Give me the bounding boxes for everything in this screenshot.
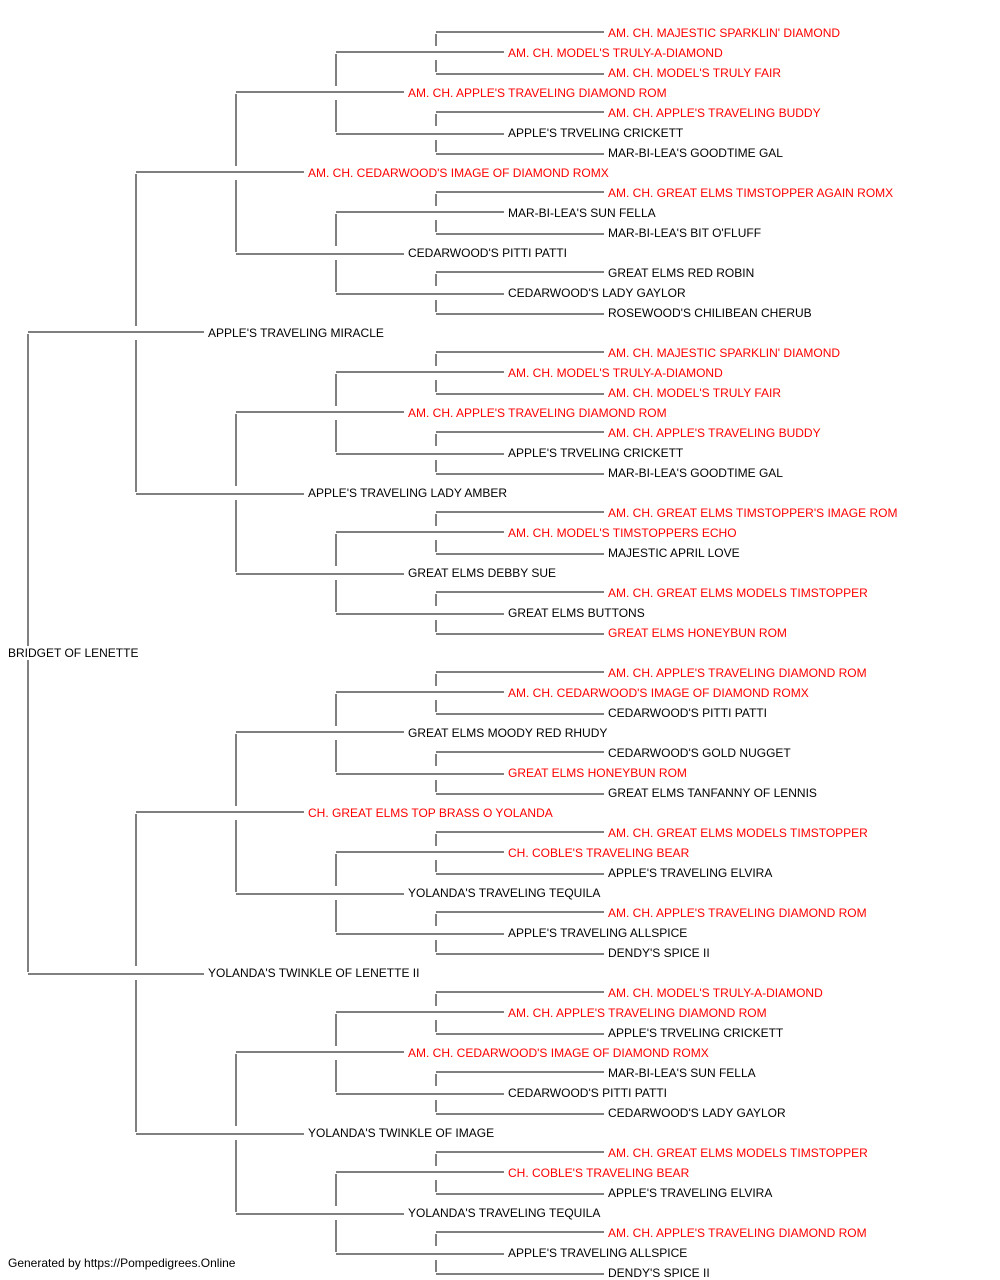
ancestor-name: GREAT ELMS BUTTONS [508, 606, 645, 620]
ancestor-name: CEDARWOOD'S PITTI PATTI [408, 246, 567, 260]
ancestor-name: YOLANDA'S TWINKLE OF LENETTE II [208, 966, 419, 980]
ancestor-name: AM. CH. APPLE'S TRAVELING BUDDY [608, 426, 821, 440]
ancestor-name: APPLE'S TRAVELING ELVIRA [608, 1186, 772, 1200]
ancestor-name: AM. CH. GREAT ELMS MODELS TIMSTOPPER [608, 586, 868, 600]
ancestor-name: GREAT ELMS HONEYBUN ROM [608, 626, 787, 640]
ancestor-name: APPLE'S TRAVELING LADY AMBER [308, 486, 507, 500]
ancestor-name: DENDY'S SPICE II [608, 1266, 710, 1280]
ancestor-name: APPLE'S TRAVELING ALLSPICE [508, 926, 687, 940]
ancestor-name: AM. CH. CEDARWOOD'S IMAGE OF DIAMOND ROM… [308, 166, 609, 180]
ancestor-name: APPLE'S TRAVELING ELVIRA [608, 866, 772, 880]
ancestor-name: AM. CH. MAJESTIC SPARKLIN' DIAMOND [608, 346, 840, 360]
ancestor-name: YOLANDA'S TRAVELING TEQUILA [408, 886, 600, 900]
ancestor-name: CH. COBLE'S TRAVELING BEAR [508, 846, 690, 860]
ancestor-name: CH. COBLE'S TRAVELING BEAR [508, 1166, 690, 1180]
ancestor-name: GREAT ELMS DEBBY SUE [408, 566, 556, 580]
ancestor-name: MAR-BI-LEA'S GOODTIME GAL [608, 146, 783, 160]
ancestor-name: AM. CH. GREAT ELMS MODELS TIMSTOPPER [608, 1146, 868, 1160]
ancestor-name: GREAT ELMS MOODY RED RHUDY [408, 726, 607, 740]
ancestor-name: DENDY'S SPICE II [608, 946, 710, 960]
ancestor-name: AM. CH. APPLE'S TRAVELING BUDDY [608, 106, 821, 120]
subject-dog-name: BRIDGET OF LENETTE [8, 646, 138, 660]
ancestor-name: YOLANDA'S TRAVELING TEQUILA [408, 1206, 600, 1220]
ancestor-name: MAJESTIC APRIL LOVE [608, 546, 740, 560]
ancestor-name: AM. CH. APPLE'S TRAVELING DIAMOND ROM [508, 1006, 767, 1020]
ancestor-name: AM. CH. MODEL'S TRULY FAIR [608, 386, 781, 400]
footer-credit: Generated by https://Pompedigrees.Online [8, 1256, 236, 1270]
ancestor-name: AM. CH. CEDARWOOD'S IMAGE OF DIAMOND ROM… [508, 686, 809, 700]
ancestor-name: APPLE'S TRVELING CRICKETT [508, 126, 684, 140]
ancestor-name: AM. CH. MODEL'S TRULY-A-DIAMOND [508, 46, 723, 60]
ancestor-name: CEDARWOOD'S LADY GAYLOR [608, 1106, 786, 1120]
ancestor-name: APPLE'S TRVELING CRICKETT [608, 1026, 784, 1040]
ancestor-name: CEDARWOOD'S PITTI PATTI [608, 706, 767, 720]
ancestor-name: YOLANDA'S TWINKLE OF IMAGE [308, 1126, 494, 1140]
ancestor-name: AM. CH. APPLE'S TRAVELING DIAMOND ROM [408, 86, 667, 100]
ancestor-name: MAR-BI-LEA'S GOODTIME GAL [608, 466, 783, 480]
ancestor-name: APPLE'S TRAVELING MIRACLE [208, 326, 384, 340]
ancestor-name: GREAT ELMS TANFANNY OF LENNIS [608, 786, 817, 800]
ancestor-name: MAR-BI-LEA'S SUN FELLA [508, 206, 656, 220]
ancestor-name: APPLE'S TRAVELING ALLSPICE [508, 1246, 687, 1260]
ancestor-name: AM. CH. GREAT ELMS TIMSTOPPER AGAIN ROMX [608, 186, 893, 200]
ancestor-name: ROSEWOOD'S CHILIBEAN CHERUB [608, 306, 812, 320]
ancestor-name: AM. CH. GREAT ELMS TIMSTOPPER'S IMAGE RO… [608, 506, 897, 520]
ancestor-name: GREAT ELMS HONEYBUN ROM [508, 766, 687, 780]
ancestor-name: AM. CH. MODEL'S TRULY-A-DIAMOND [508, 366, 723, 380]
ancestor-name: AM. CH. APPLE'S TRAVELING DIAMOND ROM [608, 666, 867, 680]
ancestor-name: MAR-BI-LEA'S SUN FELLA [608, 1066, 756, 1080]
ancestor-name: AM. CH. APPLE'S TRAVELING DIAMOND ROM [608, 906, 867, 920]
ancestor-name: AM. CH. CEDARWOOD'S IMAGE OF DIAMOND ROM… [408, 1046, 709, 1060]
ancestor-name: CEDARWOOD'S GOLD NUGGET [608, 746, 791, 760]
ancestor-name: AM. CH. MODEL'S TRULY-A-DIAMOND [608, 986, 823, 1000]
ancestor-name: CH. GREAT ELMS TOP BRASS O YOLANDA [308, 806, 553, 820]
ancestor-name: CEDARWOOD'S PITTI PATTI [508, 1086, 667, 1100]
ancestor-name: AM. CH. MAJESTIC SPARKLIN' DIAMOND [608, 26, 840, 40]
ancestor-name: MAR-BI-LEA'S BIT O'FLUFF [608, 226, 761, 240]
ancestor-name: GREAT ELMS RED ROBIN [608, 266, 754, 280]
ancestor-name: APPLE'S TRVELING CRICKETT [508, 446, 684, 460]
ancestor-name: AM. CH. MODEL'S TRULY FAIR [608, 66, 781, 80]
ancestor-name: AM. CH. MODEL'S TIMSTOPPERS ECHO [508, 526, 737, 540]
ancestor-name: AM. CH. APPLE'S TRAVELING DIAMOND ROM [408, 406, 667, 420]
ancestor-name: CEDARWOOD'S LADY GAYLOR [508, 286, 686, 300]
ancestor-name: AM. CH. APPLE'S TRAVELING DIAMOND ROM [608, 1226, 867, 1240]
ancestor-name: AM. CH. GREAT ELMS MODELS TIMSTOPPER [608, 826, 868, 840]
